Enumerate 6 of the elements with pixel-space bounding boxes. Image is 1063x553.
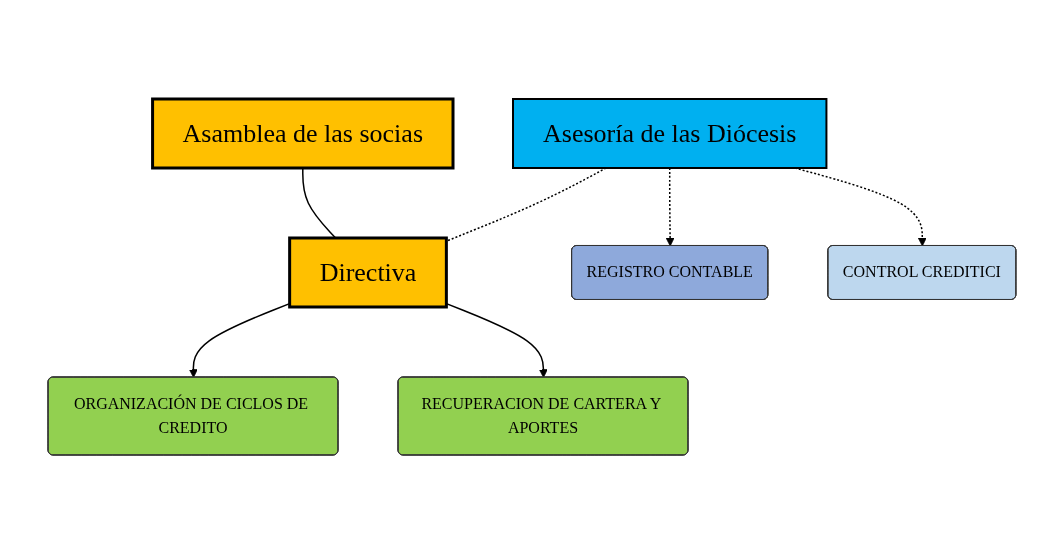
node-box: Asamblea de las socias [150,97,455,169]
arrow [188,302,290,378]
node-box: Directiva [287,236,448,308]
arrow [445,302,548,378]
arrow [665,166,675,246]
node-box: Asesoría de las Diócesis [511,97,827,169]
